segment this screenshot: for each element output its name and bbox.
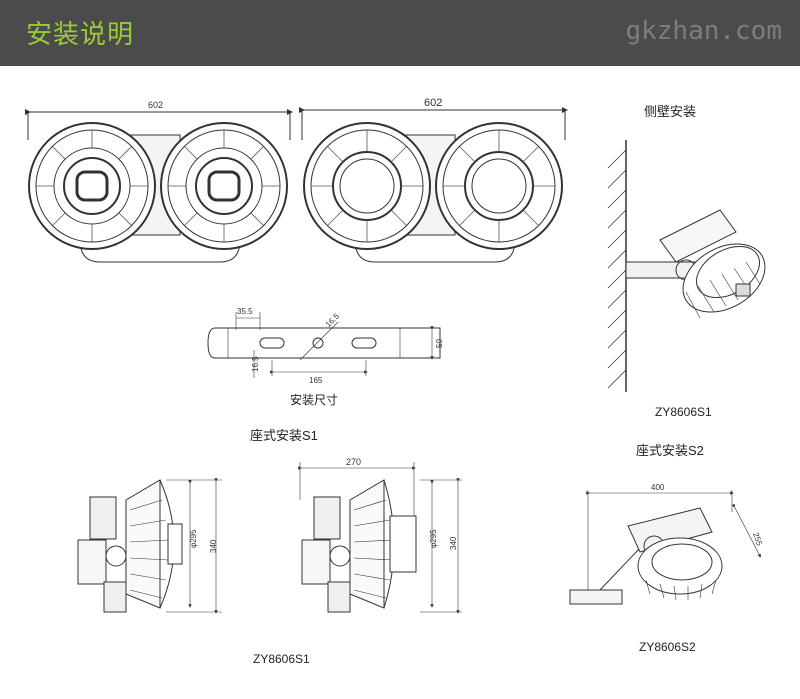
header-bar: 安装说明 gkzhan.com: [0, 0, 800, 66]
dim-16-5-diag: 16.5: [324, 311, 342, 329]
watermark: gkzhan.com: [625, 16, 782, 46]
dim-phi295-b: φ295: [429, 529, 438, 548]
seat-s2-title: 座式安装S2: [636, 443, 704, 458]
twin-lamp-front-view-left: [25, 109, 293, 263]
dim-400: 400: [651, 483, 665, 492]
twin-lamp-front-view-right: [299, 107, 568, 263]
bracket-caption: 安装尺寸: [290, 392, 338, 407]
dim-340-a: 340: [209, 539, 218, 553]
seat-s2-model: ZY8606S2: [639, 640, 696, 654]
seat-s2-drawing: [569, 490, 761, 605]
dim-602-right: 602: [424, 97, 442, 109]
dim-phi295-a: φ295: [189, 529, 198, 548]
dim-340-b: 340: [449, 536, 458, 550]
dim-50: 50: [435, 339, 444, 348]
dim-270: 270: [346, 457, 361, 467]
page-title: 安装说明: [26, 20, 135, 50]
dim-602-left: 602: [148, 100, 163, 110]
seat-s1-drawing-right: [298, 462, 462, 614]
side-wall-drawing: [607, 140, 766, 392]
dim-16-5-side: 16.5: [251, 356, 260, 372]
seat-s1-model: ZY8606S1: [253, 652, 310, 666]
dim-165: 165: [309, 376, 323, 385]
dim-255: 255: [751, 531, 764, 547]
seat-s1-title: 座式安装S1: [250, 428, 318, 443]
bracket-drawing: [207, 312, 441, 378]
dim-35-5: 35.5: [237, 307, 253, 316]
side-wall-model: ZY8606S1: [655, 405, 712, 419]
side-wall-title: 侧壁安装: [644, 104, 696, 119]
seat-s1-drawing-left: [77, 478, 222, 614]
